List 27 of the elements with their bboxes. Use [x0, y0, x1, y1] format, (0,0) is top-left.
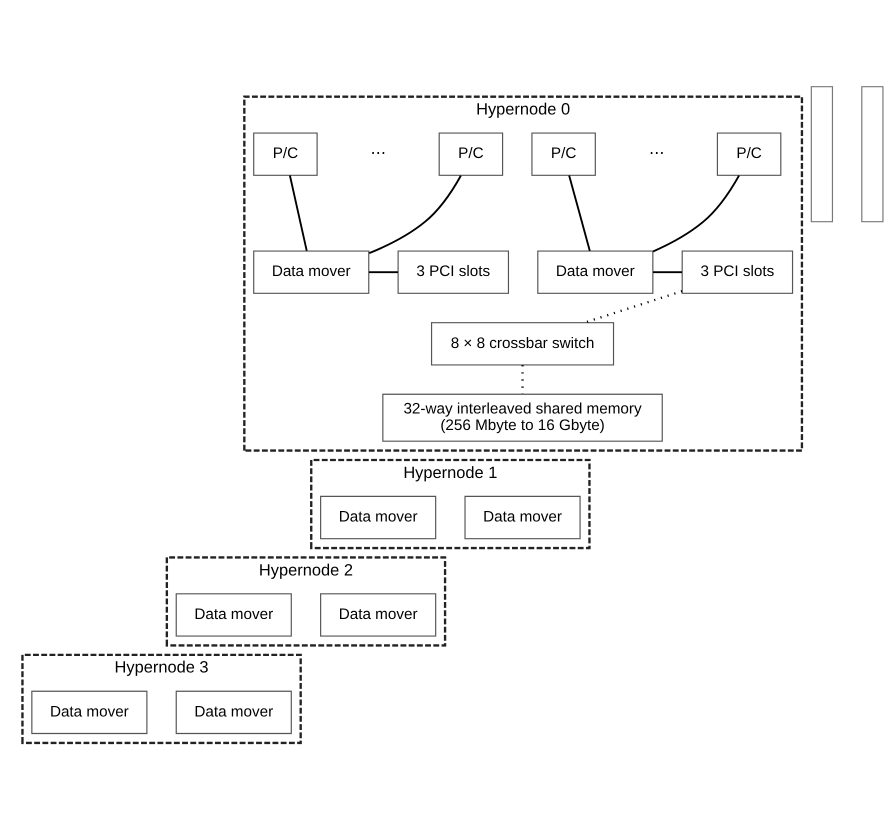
node-box: 32-way interleaved shared memory (256 Mbyte to 16 Gbyte)	[382, 393, 663, 442]
node-box: Data mover	[31, 690, 148, 734]
connector	[368, 270, 398, 273]
node-box: 3 PCI slots	[682, 250, 794, 294]
node-bar	[810, 86, 834, 222]
node-bar	[861, 86, 884, 222]
node-box: Data mover	[537, 250, 654, 294]
label: ⋯	[370, 144, 386, 162]
connector	[368, 174, 462, 254]
node-box: P/C	[438, 132, 504, 176]
label: ⋯	[648, 144, 664, 162]
connector	[289, 174, 308, 250]
node-box: 8 × 8 crossbar switch	[430, 322, 614, 365]
node-box: Data mover	[176, 592, 292, 636]
connector	[652, 174, 740, 252]
node-box: P/C	[253, 132, 318, 176]
node-box: Data mover	[176, 690, 292, 734]
connector	[584, 290, 682, 324]
node-box: P/C	[531, 132, 596, 176]
node-box: P/C	[716, 132, 782, 176]
connector	[568, 174, 591, 250]
node-box: Data mover	[320, 495, 436, 539]
node-box: Data mover	[320, 592, 436, 636]
node-box: Data mover	[253, 250, 370, 294]
connector	[653, 270, 682, 273]
node-box: 3 PCI slots	[398, 250, 510, 294]
node-box: Data mover	[464, 495, 581, 539]
